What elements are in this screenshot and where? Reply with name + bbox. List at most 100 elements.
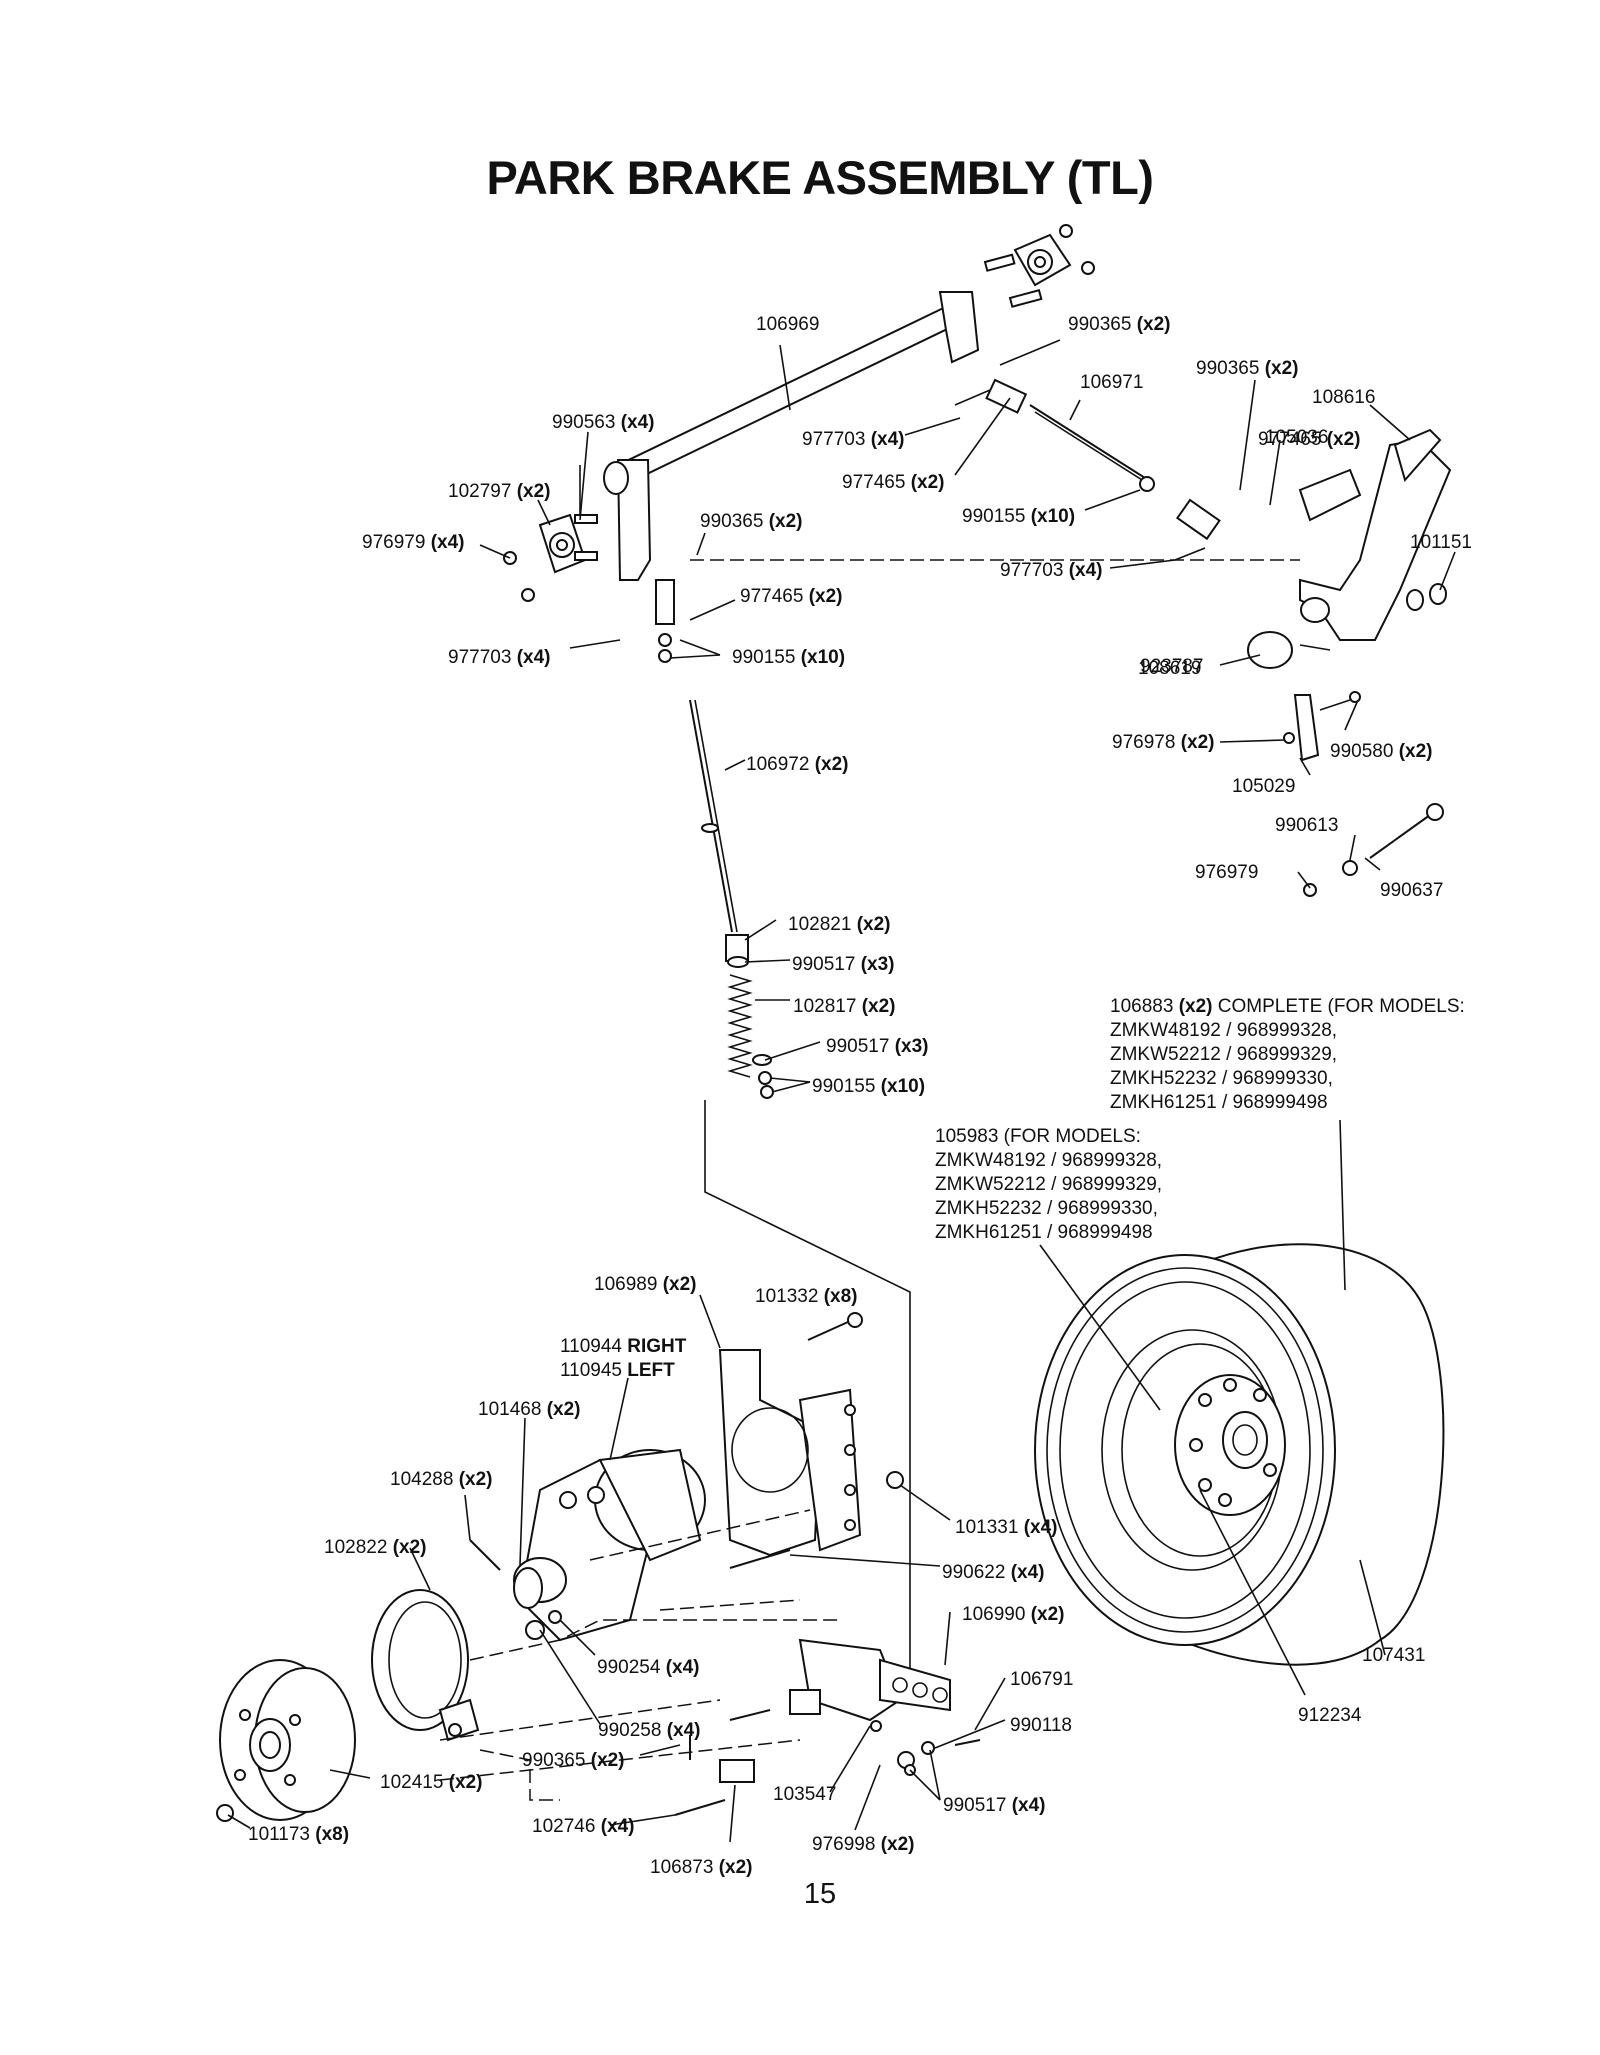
- brake-arm-106990: [674, 1638, 981, 1816]
- callout-quantity: (x4): [667, 1720, 701, 1741]
- callout-part-number: 106791: [1010, 1669, 1073, 1690]
- callout-quantity: (x2): [815, 754, 849, 775]
- callout-part-number: 977465: [842, 472, 905, 493]
- callout-part-number: 990517: [792, 954, 855, 975]
- callout-quantity: (x4): [666, 1657, 700, 1678]
- callout-990118: 990118: [1010, 1715, 1072, 1736]
- callout-quantity: (x3): [895, 1036, 929, 1057]
- svg-text:106883 (x2) COMPLETE (FOR MODE: 106883 (x2) COMPLETE (FOR MODELS:: [1110, 996, 1465, 1017]
- callout-quantity: (x10): [1031, 506, 1075, 527]
- callout-106972: 106972 (x2): [746, 754, 848, 775]
- brake-rod-106972: [655, 579, 911, 1690]
- callout-part-number: 990613: [1275, 815, 1338, 836]
- callout-part-number: 990637: [1380, 880, 1443, 901]
- motor-right-word: RIGHT: [627, 1336, 687, 1357]
- motor-left-word: LEFT: [627, 1360, 675, 1381]
- callout-990258: 990258 (x4): [598, 1720, 700, 1741]
- callout-quantity: (x2): [809, 586, 843, 607]
- callout-quantity: (x2): [769, 511, 803, 532]
- callout-105029: 105029: [1232, 776, 1295, 797]
- wheel-complete-part: 106883: [1110, 996, 1173, 1017]
- callout-quantity: (x4): [1069, 560, 1103, 581]
- cross-shaft-106969: [603, 291, 1300, 581]
- page-number: 15: [803, 1878, 837, 1910]
- callout-part-number: 977703: [448, 647, 511, 668]
- callout-quantity: (x2): [1031, 1604, 1065, 1625]
- flange-bearing-top: [983, 224, 1095, 308]
- callout-quantity: (x2): [1399, 741, 1433, 762]
- callout-quantity: (x2): [1137, 314, 1171, 335]
- callout-part-number: 102822: [324, 1537, 387, 1558]
- brake-band-102822: [371, 1589, 480, 1742]
- wheel-rim-line-1: ZMKW48192 / 968999328,: [935, 1150, 1162, 1171]
- wheel-motor-110944: [469, 1448, 706, 1642]
- callout-quantity: (x8): [315, 1824, 349, 1845]
- callout-990155: 990155 (x10): [812, 1076, 925, 1097]
- callout-103547: 103547: [773, 1784, 836, 1805]
- callout-quantity: (x2): [393, 1537, 427, 1558]
- callout-part-number: 977703: [802, 429, 865, 450]
- callout-990365: 990365 (x2): [522, 1750, 624, 1771]
- callout-part-number: 101151: [1410, 532, 1472, 553]
- svg-text:110945 LEFT: 110945 LEFT: [560, 1360, 675, 1381]
- leader-lines: [227, 339, 1456, 1843]
- callout-part-number: 105029: [1232, 776, 1295, 797]
- assembly-guidelines: [439, 1509, 840, 1801]
- wheel-rim-line-0: 105983 (FOR MODELS:: [935, 1126, 1141, 1147]
- callout-part-number: 990365: [700, 511, 763, 532]
- callout-part-number: 101468: [478, 1399, 541, 1420]
- callout-part-number: 990365: [1196, 358, 1259, 379]
- callout-106791: 106791: [1010, 1669, 1073, 1690]
- callout-part-number: 102415: [380, 1772, 443, 1793]
- callout-quantity: (x8): [824, 1286, 858, 1307]
- callout-976979: 976979 (x4): [362, 532, 464, 553]
- wheel-complete-rest: COMPLETE (FOR MODELS:: [1212, 996, 1464, 1017]
- callout-990563: 990563 (x4): [552, 412, 654, 433]
- callout-990517: 990517 (x3): [792, 954, 894, 975]
- callout-part-number: 977703: [1000, 560, 1063, 581]
- callout-976978: 976978 (x2): [1112, 732, 1214, 753]
- callout-990613: 990613: [1275, 815, 1338, 836]
- callout-part-number: 101331: [955, 1517, 1018, 1538]
- callout-quantity: (x10): [881, 1076, 925, 1097]
- callout-105036: 105036: [1265, 427, 1328, 448]
- callout-part-number: 106873: [650, 1857, 713, 1878]
- callout-quantity: (x2): [663, 1274, 697, 1295]
- callout-102821: 102821 (x2): [788, 914, 890, 935]
- callout-quantity: (x2): [1327, 429, 1361, 450]
- svg-text:110944 RIGHT: 110944 RIGHT: [560, 1336, 687, 1357]
- callout-part-number: 106990: [962, 1604, 1025, 1625]
- callout-part-number: 976979: [362, 532, 425, 553]
- wheel-complete-qty: (x2): [1179, 996, 1213, 1017]
- motor-right-part: 110944: [560, 1336, 622, 1357]
- wheel-complete-model-1: ZMKW48192 / 968999328,: [1110, 1020, 1337, 1041]
- callout-106873: 106873 (x2): [650, 1857, 752, 1878]
- callout-quantity: (x4): [517, 647, 551, 668]
- callout-990155: 990155 (x10): [732, 647, 845, 668]
- brake-drum-102415: [216, 1659, 356, 1822]
- callout-quantity: (x2): [719, 1857, 753, 1878]
- bolt-990637: [1303, 803, 1444, 897]
- callout-977465: 977465 (x2): [1258, 429, 1360, 450]
- callout-102822: 102822 (x2): [324, 1537, 426, 1558]
- callout-quantity: (x2): [1265, 358, 1299, 379]
- callout-part-number: 108619: [1138, 658, 1201, 679]
- callout-part-number: 990580: [1330, 741, 1393, 762]
- callout-part-number: 990258: [598, 1720, 661, 1741]
- flange-bearing-left: [503, 465, 598, 602]
- callout-part-number: 101173: [248, 1824, 310, 1845]
- motor-part-label: 110944 RIGHT 110945 LEFT: [560, 1336, 687, 1381]
- callout-part-number: 105036: [1265, 427, 1328, 448]
- callout-part-number: 990118: [1010, 1715, 1072, 1736]
- callout-part-number: 990155: [962, 506, 1025, 527]
- callout-quantity: (x3): [861, 954, 895, 975]
- callout-quantity: (x4): [431, 532, 465, 553]
- wheel-complete-note: 106883 (x2) COMPLETE (FOR MODELS: ZMKW48…: [1110, 996, 1465, 1113]
- wheel-rim-note: 105983 (FOR MODELS: ZMKW48192 / 96899932…: [935, 1126, 1162, 1243]
- callout-990365: 990365 (x2): [1196, 358, 1298, 379]
- wheel-complete-model-3: ZMKH52232 / 968999330,: [1110, 1068, 1333, 1089]
- callout-quantity: (x4): [1024, 1517, 1058, 1538]
- bracket-105029: [1283, 691, 1361, 762]
- callout-976979: 976979: [1195, 862, 1258, 883]
- callout-part-number: 912234: [1298, 1705, 1362, 1726]
